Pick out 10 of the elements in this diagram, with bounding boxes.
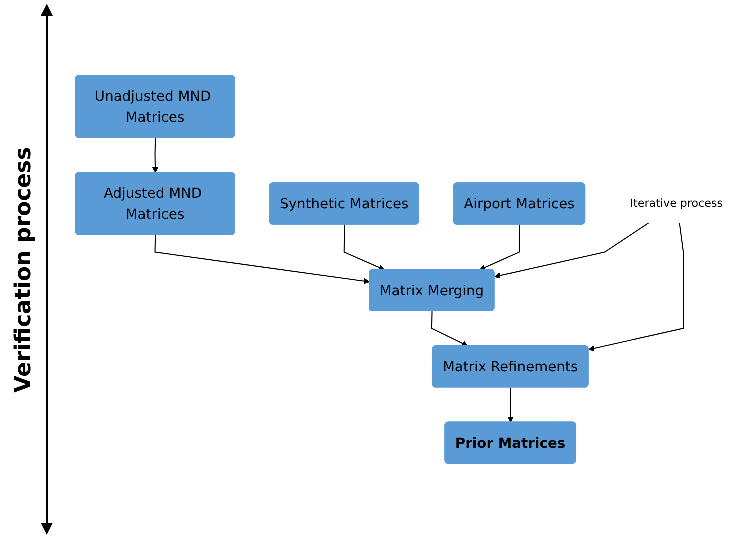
arrow (588, 222, 684, 352)
arrow (344, 224, 385, 270)
node-text: Iterative process (630, 196, 724, 210)
arrow (494, 222, 650, 279)
axis-label: Verification process (12, 147, 36, 393)
arrow (152, 138, 159, 174)
arrow (431, 311, 468, 346)
arrow (154, 235, 370, 284)
arrow (508, 388, 514, 423)
arrow (480, 224, 520, 270)
